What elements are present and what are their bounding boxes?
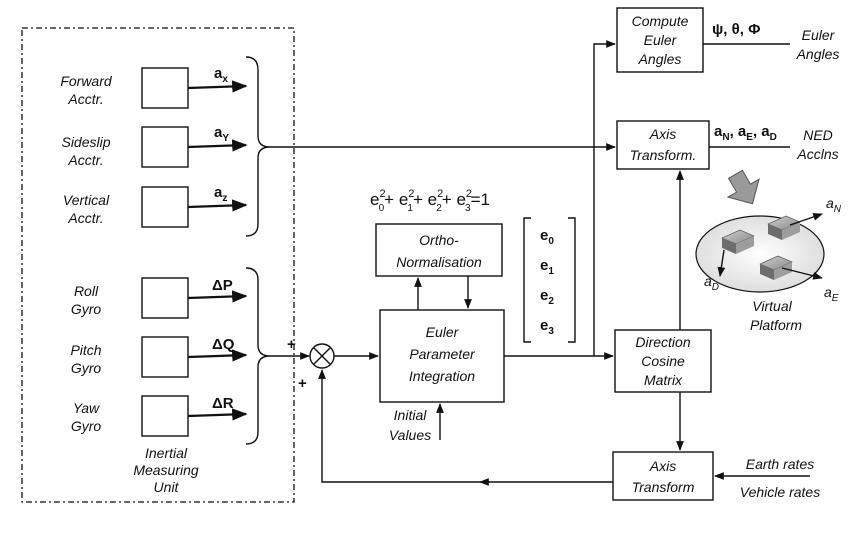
imu-label-3: Unit bbox=[154, 479, 180, 495]
euler-param-l3: Integration bbox=[409, 368, 475, 384]
out-az: az bbox=[214, 184, 227, 204]
out-dq: ΔQ bbox=[212, 336, 235, 353]
sensor-box-6 bbox=[141, 395, 189, 437]
sensor-3-line2: Acctr. bbox=[67, 210, 103, 226]
ned-label-l1: NED bbox=[803, 127, 833, 143]
sensor-3-line1: Vertical bbox=[63, 192, 110, 208]
ortho-l1: Ortho- bbox=[419, 232, 459, 248]
platform-label-l2: Platform bbox=[750, 317, 802, 333]
sensor-6-line1: Yaw bbox=[73, 400, 100, 416]
e-vector-right-bracket bbox=[568, 217, 576, 343]
ned-symbols: aN, aE, aD bbox=[714, 123, 777, 143]
feedback-arrow bbox=[318, 369, 613, 483]
imu-label-2: Measuring bbox=[133, 462, 199, 478]
sensor-2-line1: Sideslip bbox=[61, 134, 110, 150]
sensor-6-line2: Gyro bbox=[71, 418, 102, 434]
euler-label-l1: Euler bbox=[802, 27, 836, 43]
axis-top-l1: Axis bbox=[649, 126, 676, 142]
sign-plus-2: + bbox=[298, 375, 307, 392]
ortho-l2: Normalisation bbox=[396, 254, 482, 270]
initial-l1: Initial bbox=[394, 407, 428, 423]
sensor-box-3 bbox=[141, 186, 189, 228]
vehicle-rates-label: Vehicle rates bbox=[740, 484, 820, 500]
sensor-box-4 bbox=[141, 277, 189, 319]
sensor-output-arrows bbox=[187, 80, 248, 421]
axis-transform-bottom-block bbox=[612, 451, 714, 501]
euler-label-l2: Angles bbox=[796, 46, 840, 62]
sensor-box-2 bbox=[141, 126, 189, 168]
out-ax: ax bbox=[214, 65, 228, 85]
virtual-platform bbox=[695, 213, 825, 293]
axis-top-l2: Transform. bbox=[630, 147, 697, 163]
euler-param-l2: Parameter bbox=[409, 346, 476, 362]
sensor-box-5 bbox=[141, 336, 189, 378]
sign-plus-1: + bbox=[287, 336, 296, 353]
axis-e-label: aE bbox=[824, 284, 839, 304]
axis-d-arrow bbox=[717, 249, 726, 277]
svg-text:e20+ e21+ e22+ e23=1: e20+ e21+ e22+ e23=1 bbox=[370, 188, 490, 214]
platform-label-l1: Virtual bbox=[752, 298, 792, 314]
axis-n-arrow bbox=[789, 213, 823, 226]
sensor-2-line2: Acctr. bbox=[67, 152, 103, 168]
dcm-l2: Cosine bbox=[641, 353, 685, 369]
euler-param-block bbox=[379, 309, 505, 403]
axis-transform-top-block bbox=[616, 120, 710, 170]
compute-euler-l1: Compute bbox=[632, 13, 689, 29]
e0: e0 bbox=[540, 227, 554, 247]
axis-d-label: aD bbox=[704, 273, 719, 293]
imu-label-1: Inertial bbox=[145, 445, 188, 461]
dcm-l1: Direction bbox=[635, 334, 690, 350]
axis-n-label: aN bbox=[826, 195, 842, 215]
sensor-1-line2: Acctr. bbox=[67, 91, 103, 107]
sensor-labels: Forward Acctr. Sideslip Acctr. Vertical … bbox=[60, 73, 113, 434]
e-vector-left-bracket bbox=[523, 217, 531, 343]
out-dp: ΔP bbox=[212, 277, 233, 294]
axis-e-arrow bbox=[781, 267, 823, 280]
initial-l2: Values bbox=[389, 427, 431, 443]
accel-brace bbox=[245, 56, 271, 237]
platform-cube-1 bbox=[721, 229, 755, 254]
sensor-4-line1: Roll bbox=[74, 283, 99, 299]
platform-indicator-arrow bbox=[726, 169, 760, 205]
euler-param-l1: Euler bbox=[426, 324, 460, 340]
branch-to-compute-euler-arrow bbox=[593, 40, 616, 356]
sensor-4-line2: Gyro bbox=[71, 301, 102, 317]
platform-cube-3 bbox=[759, 255, 793, 280]
dcm-block bbox=[614, 329, 712, 393]
summing-junction bbox=[309, 343, 335, 369]
euler-symbols: ψ, θ, Φ bbox=[712, 21, 760, 38]
e3: e3 bbox=[540, 317, 554, 337]
compute-euler-l2: Euler bbox=[644, 32, 678, 48]
platform-cube-2 bbox=[767, 215, 801, 240]
compute-euler-block bbox=[616, 7, 704, 73]
dcm-l3: Matrix bbox=[644, 372, 683, 388]
sensor-1-line1: Forward bbox=[60, 73, 113, 89]
sensor-5-line1: Pitch bbox=[70, 342, 101, 358]
compute-euler-l3: Angles bbox=[638, 51, 682, 67]
imu-boundary bbox=[21, 27, 295, 503]
out-dr: ΔR bbox=[212, 395, 234, 412]
e1: e1 bbox=[540, 257, 554, 277]
axis-bottom-l1: Axis bbox=[649, 458, 676, 474]
e2: e2 bbox=[540, 287, 554, 307]
ortho-block bbox=[375, 223, 503, 277]
ned-label-l2: Acclns bbox=[796, 146, 838, 162]
sensor-box-1 bbox=[141, 67, 189, 109]
earth-rates-label: Earth rates bbox=[746, 456, 814, 472]
axis-bottom-l2: Transform bbox=[632, 479, 695, 495]
gyro-brace bbox=[245, 267, 271, 445]
sensor-boxes bbox=[141, 67, 189, 437]
sensor-5-line2: Gyro bbox=[71, 360, 102, 376]
out-ay: aY bbox=[214, 124, 229, 144]
